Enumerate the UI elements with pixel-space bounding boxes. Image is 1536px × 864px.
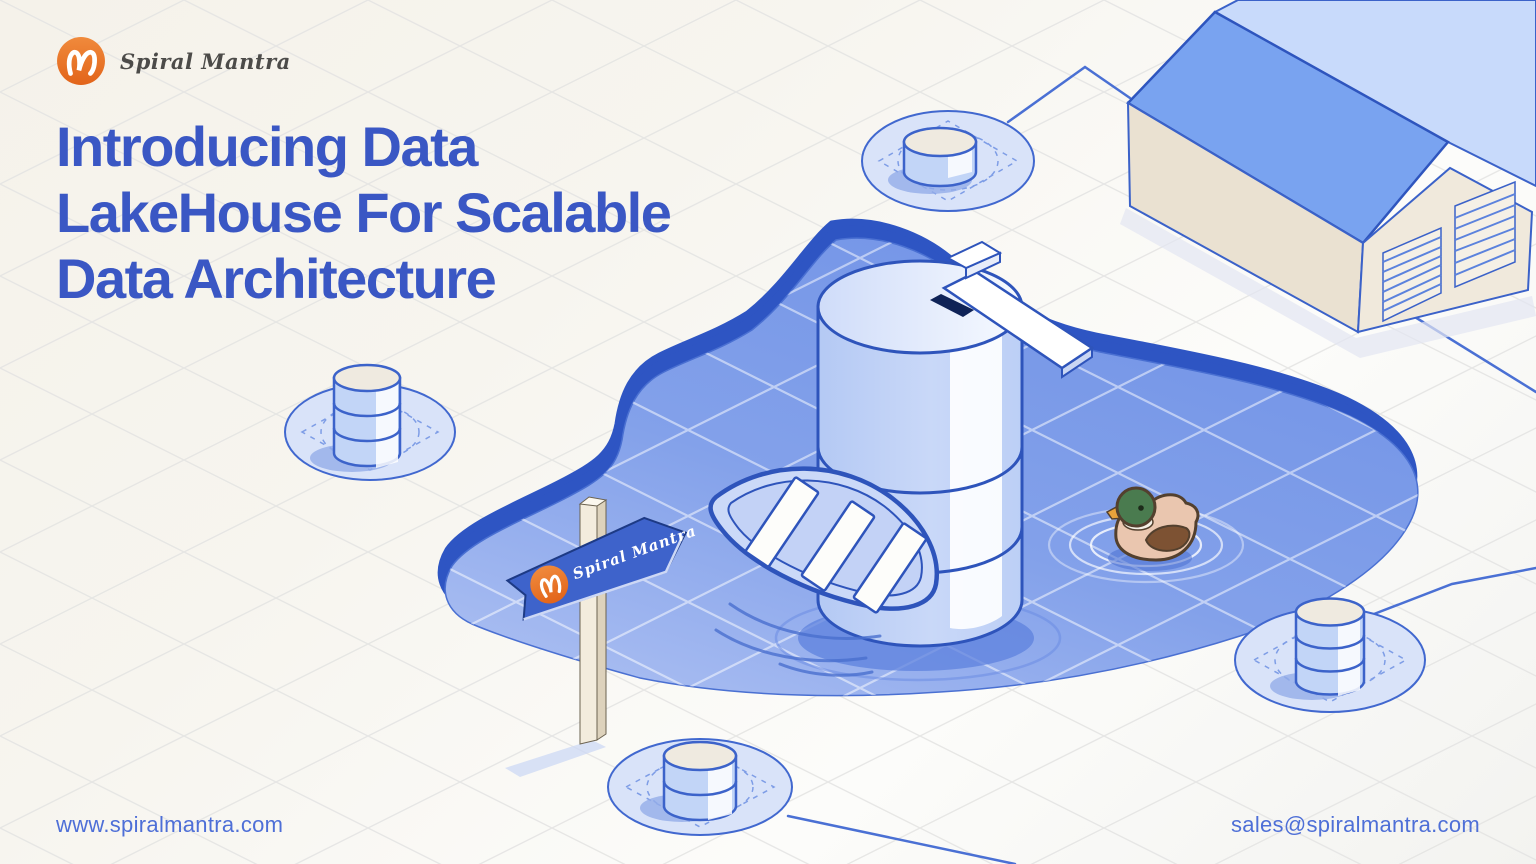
duck-head <box>1115 486 1157 528</box>
signpost: Spiral Mantra <box>505 496 699 777</box>
post-cap <box>578 496 608 507</box>
disc-top <box>332 363 402 393</box>
duck-eye <box>1138 505 1144 511</box>
disc-line <box>332 402 402 418</box>
disc-top <box>1294 597 1366 627</box>
boat-seat <box>800 500 876 592</box>
connector-right-node-to-edge <box>1372 566 1536 616</box>
disc-top <box>662 740 738 772</box>
diving-board-notch <box>930 294 974 317</box>
database-node-bottom <box>607 738 793 836</box>
disc-highlight <box>1338 610 1360 696</box>
database-node-right <box>1234 597 1426 713</box>
disc-line <box>1294 657 1366 673</box>
signpost-shadow <box>505 740 606 777</box>
website-link[interactable]: www.spiralmantra.com <box>56 812 284 837</box>
duck-wing <box>1144 524 1191 552</box>
warehouse <box>1120 0 1536 358</box>
disc-top <box>902 126 978 158</box>
garage-door <box>1454 180 1516 289</box>
connector-bottom-node-to-edge <box>786 814 1017 864</box>
boat-seat <box>744 476 820 568</box>
brand-header: Spiral Mantra <box>56 36 291 86</box>
heading-line-1: Introducing Data <box>56 115 478 178</box>
platform-dashes <box>300 393 440 471</box>
page-title: Introducing Data LakeHouse For Scalable … <box>56 114 672 312</box>
mallard-duck <box>1047 486 1245 584</box>
database-node-left <box>284 363 456 481</box>
garage-door <box>1382 226 1442 323</box>
warehouse-shadow <box>1120 208 1536 358</box>
boat-seat <box>852 522 928 614</box>
brand-name: Spiral Mantra <box>120 48 291 74</box>
spiral-mantra-logo-icon <box>57 37 105 85</box>
rowboat <box>708 466 940 677</box>
email-link[interactable]: sales@spiralmantra.com <box>1230 812 1480 837</box>
sign-logo-spiral-icon <box>530 565 569 604</box>
heading-line-3: Data Architecture <box>56 247 497 311</box>
disc-line <box>1294 634 1366 650</box>
cylinder-disc-line-1 <box>816 446 1024 495</box>
diving-board-step <box>945 240 1003 270</box>
disc-highlight <box>376 376 398 468</box>
boat-ripples <box>714 602 882 677</box>
diving-board <box>930 240 1095 379</box>
disc-line <box>332 427 402 443</box>
cylinder-highlight <box>950 312 1002 630</box>
database-node-top <box>861 110 1035 212</box>
heading-line-2: LakeHouse For Scalable <box>56 181 672 245</box>
disc-highlight <box>708 754 732 820</box>
sign-board: Spiral Mantra <box>505 516 699 621</box>
disc-line <box>662 780 738 797</box>
connector-top-to-warehouse <box>1006 65 1132 124</box>
